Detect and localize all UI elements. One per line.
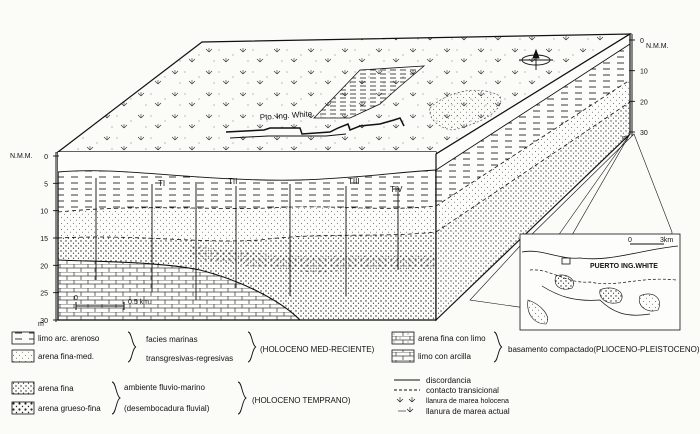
fine-sand-right xyxy=(436,80,630,232)
scale-bar: 0 0.5 km. xyxy=(74,295,151,310)
legend-line-label: contacto transicional xyxy=(426,386,499,395)
basement-front xyxy=(58,260,300,320)
legend-label: arena grueso-fina xyxy=(38,404,101,413)
inset-scale-start: 0 xyxy=(628,237,632,244)
legend-line-label: discordancia xyxy=(426,376,471,385)
well-label: TIV xyxy=(390,185,403,194)
left-axis-unit: m xyxy=(38,321,44,328)
legend-label: arena fina con limo xyxy=(418,334,486,343)
sand-body-top xyxy=(429,89,502,131)
inset-scale-end: 3km xyxy=(660,237,673,244)
legend-swatch-fine-med xyxy=(11,349,35,363)
axis-tick-label: 15 xyxy=(40,236,48,243)
axis-tick-label: 10 xyxy=(640,69,648,76)
legend-basement: basamento compactado(PLIOCENO-PLEISTOCEN… xyxy=(508,345,700,354)
legend-swatch-coarse xyxy=(11,401,35,415)
well-label: TI xyxy=(158,179,165,188)
legend-line-label: llanura de marea holocena xyxy=(426,398,509,405)
port-structure-2 xyxy=(229,133,347,139)
legend-line-label: llanura de marea actual xyxy=(426,407,510,416)
legend-desc: ambiente fluvio-marino xyxy=(124,383,205,392)
legend-label: arena fina-med. xyxy=(38,352,94,361)
fine-med-sand-front xyxy=(58,206,436,241)
axis-tick-label: 25 xyxy=(40,291,48,298)
silt-layer-front xyxy=(58,170,436,212)
axis-tick-label: 0 xyxy=(44,154,48,161)
well-label: TII xyxy=(228,177,237,186)
right-axis-title: N.M.M. xyxy=(646,43,669,50)
left-axis-title: N.M.M. xyxy=(10,153,33,160)
legend: limo arc. arenoso arena fina-med. facies… xyxy=(11,331,700,416)
inset-label: PUERTO ING.WHITE xyxy=(590,263,658,270)
axis-tick-label: 20 xyxy=(640,99,648,106)
scale-start: 0 xyxy=(74,295,78,302)
compass-icon xyxy=(519,48,553,70)
legend-swatch-silt-clay xyxy=(391,349,415,363)
axis-tick-label: 20 xyxy=(40,263,48,270)
legend-age: (HOLOCENO MED-RECIENTE) xyxy=(260,345,375,354)
legend-swatch-sand-silt xyxy=(391,331,415,345)
legend-desc: transgresivas-regresivas xyxy=(146,354,233,363)
legend-desc: facies marinas xyxy=(146,335,198,344)
axis-tick-label: 10 xyxy=(40,209,48,216)
axis-tick-label: 30 xyxy=(640,130,648,137)
axis-tick-label: 0 xyxy=(640,38,644,45)
front-face xyxy=(57,151,437,321)
legend-swatch-fine xyxy=(11,381,35,395)
scale-end: 0.5 km. xyxy=(128,299,151,306)
right-axis-unit: m xyxy=(622,135,628,142)
well-label: TIII xyxy=(348,177,360,186)
right-depth-axis: N.M.M. 0 10 20 30 m xyxy=(622,34,669,142)
coarse-sand-front xyxy=(190,246,436,273)
axis-tick-label: 30 xyxy=(40,318,48,325)
legend-swatch-silt xyxy=(11,331,35,345)
port-structure xyxy=(225,117,405,135)
silt-layer-right xyxy=(436,44,630,206)
dots-right xyxy=(436,102,630,320)
port-label: Pto. Ing. White xyxy=(260,109,314,122)
tidal-channel xyxy=(313,65,426,119)
legend-label: limo arc. arenoso xyxy=(38,334,100,343)
left-depth-axis: N.M.M. 0 5 10 15 20 25 30 m xyxy=(10,152,59,328)
legend-label: limo con arcilla xyxy=(418,352,471,361)
fine-sand-front xyxy=(58,232,436,320)
legend-desc: (desembocadura fluvial) xyxy=(124,404,210,413)
legend-age: (HOLOCENO TEMPRANO) xyxy=(252,396,351,405)
inset-map: PUERTO ING.WHITE 0 3km xyxy=(469,133,681,331)
axis-tick-label: 5 xyxy=(44,181,48,188)
legend-label: arena fina xyxy=(38,384,74,393)
